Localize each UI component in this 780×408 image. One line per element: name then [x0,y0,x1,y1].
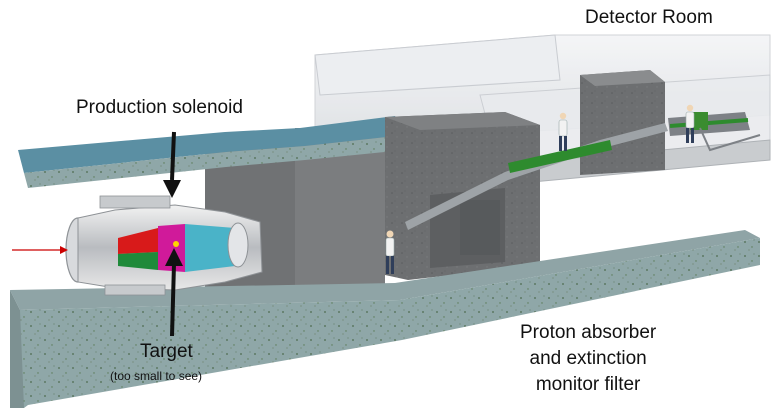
proton-absorber-label-line2: and extinction [529,348,647,369]
proton-absorber-label-line1: Proton absorber [520,322,657,343]
target-note-label: (too small to see) [110,369,203,383]
detector-room-blocks [580,70,665,175]
upper-concrete-slab [18,116,405,188]
human-figure-icon [385,230,395,274]
pointer-arrow-up-icon [165,248,183,337]
human-figure-icon [685,104,695,143]
production-solenoid [65,195,263,296]
proton-absorber-label: Proton absorber and extinction monitor f… [520,320,656,398]
detector-room-label: Detector Room [585,7,713,28]
incoming-proton-beam-arrow-icon [12,246,68,254]
human-figure-icon [558,112,568,151]
proton-absorber-label-line3: monitor filter [535,374,641,395]
floor-slab [10,230,760,408]
production-solenoid-label: Production solenoid [76,97,243,118]
pointer-arrow-down-icon [163,131,181,198]
target-label: Target [140,341,193,362]
